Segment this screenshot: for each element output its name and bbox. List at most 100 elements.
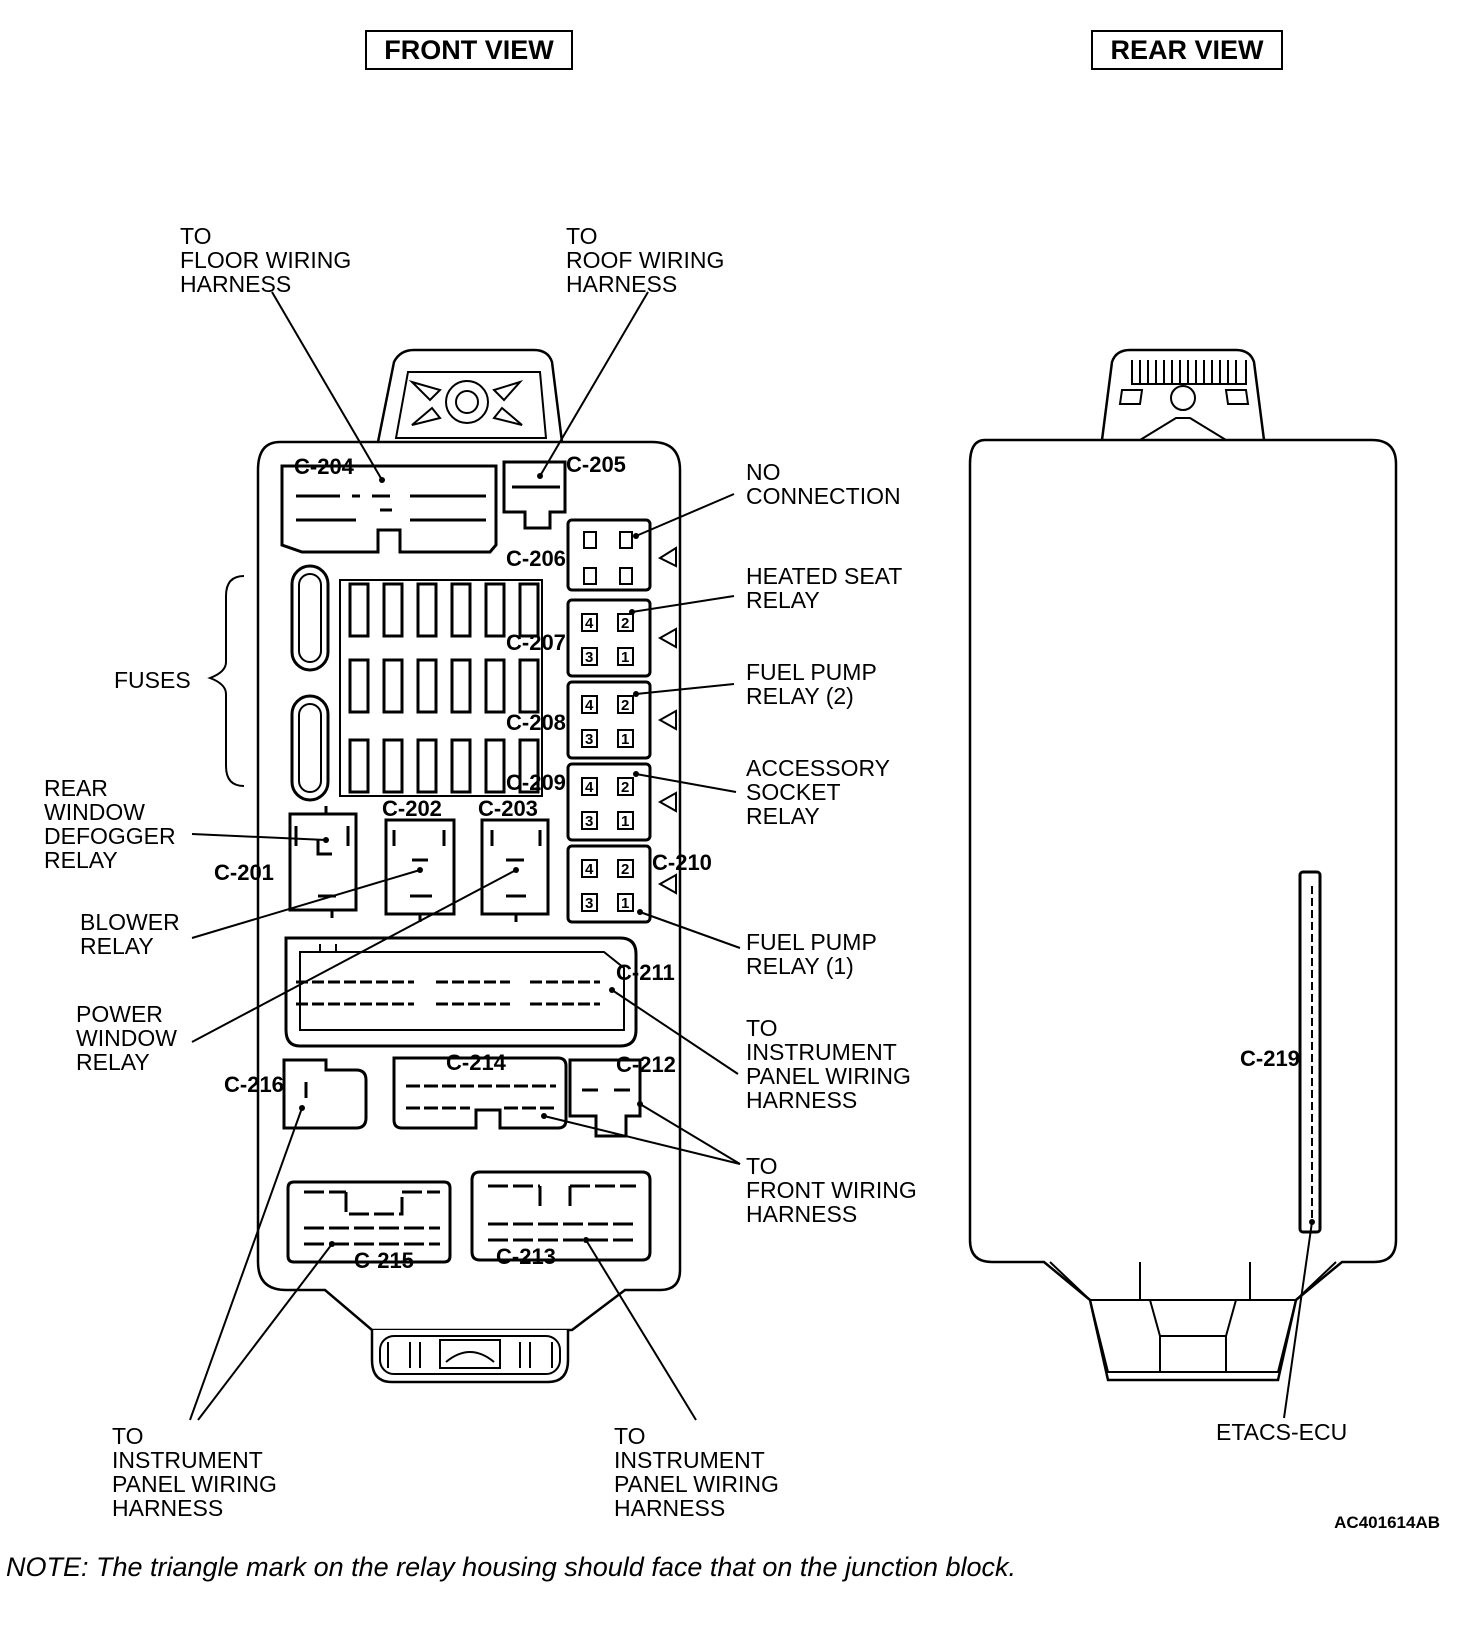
fuse-slot — [484, 738, 506, 794]
relay-pin-number: 2 — [621, 697, 629, 714]
relay-socket — [566, 680, 652, 760]
relay-pin-number: 4 — [585, 861, 594, 878]
figure-code: AC401614AB — [1334, 1513, 1440, 1532]
relay-pin-number: 1 — [621, 895, 629, 912]
label-c204: C-204 — [294, 454, 355, 479]
fuse-slot — [484, 582, 506, 638]
label-c211: C-211 — [616, 960, 675, 985]
relay-pin-box — [617, 893, 634, 912]
label-c210: C-210 — [652, 850, 712, 875]
callout-fuel-pump-relay-1: FUEL PUMP RELAY (1) — [746, 929, 883, 979]
callout-power-window-relay: POWER WINDOW RELAY — [76, 1001, 183, 1075]
triangle-mark-icon — [657, 873, 677, 895]
front-view-title: FRONT VIEW — [365, 30, 573, 70]
relay-pin-number: 2 — [621, 779, 629, 796]
callout-no-connection: NO CONNECTION — [746, 459, 901, 509]
fuse-slot — [348, 738, 370, 794]
connector-labels: C-204 C-205 C-206 C-207 C-208 C-209 C-21… — [214, 452, 1300, 1273]
label-c214: C-214 — [446, 1050, 507, 1075]
relay-pin-box — [617, 613, 634, 632]
label-c203: C-203 — [478, 796, 538, 821]
callout-to-instrument-panel-bottom-mid: TO INSTRUMENT PANEL WIRING HARNESS — [614, 1423, 785, 1521]
fuse-slot — [382, 658, 404, 714]
label-c219: C-219 — [1240, 1046, 1300, 1071]
callout-to-floor: TO FLOOR WIRING HARNESS — [180, 223, 358, 297]
relay-pin-number: 3 — [585, 649, 593, 666]
relay-socket — [566, 844, 652, 924]
relay-pin-number: 3 — [585, 895, 593, 912]
relay-pin-box — [581, 811, 598, 830]
rear-view-block — [968, 348, 1398, 1382]
relay-socket — [566, 762, 652, 842]
relay-pin-box — [617, 859, 634, 878]
fuse-slot — [518, 658, 540, 714]
label-c212: C-212 — [616, 1052, 676, 1077]
label-c208: C-208 — [506, 710, 566, 735]
label-c207: C-207 — [506, 630, 566, 655]
fuse-slot — [518, 738, 540, 794]
callout-to-instrument-panel-right: TO INSTRUMENT PANEL WIRING HARNESS — [746, 1015, 917, 1113]
triangle-mark-icon — [657, 709, 677, 731]
relay-pin-box — [581, 729, 598, 748]
relay-pin-number: 4 — [585, 779, 594, 796]
fuse-slot — [450, 658, 472, 714]
relay-pin-box — [581, 613, 598, 632]
fuse-slot — [484, 658, 506, 714]
fuse-slot — [416, 582, 438, 638]
relay-pin-number: 4 — [585, 697, 594, 714]
callout-blower-relay: BLOWER RELAY — [80, 909, 186, 959]
callout-etacs-ecu: ETACS-ECU — [1216, 1419, 1347, 1445]
relay-pin-number: 1 — [621, 731, 629, 748]
fuse-slot — [416, 738, 438, 794]
relay-pin-box — [581, 859, 598, 878]
label-c205: C-205 — [566, 452, 626, 477]
label-c215: C-215 — [354, 1248, 414, 1273]
callout-accessory-socket-relay: ACCESSORY SOCKET RELAY — [746, 755, 896, 829]
label-c201: C-201 — [214, 860, 274, 885]
front-view-title-text: FRONT VIEW — [384, 35, 554, 65]
fuse-slot — [348, 658, 370, 714]
relay-pin-box — [617, 647, 634, 666]
label-c216: C-216 — [224, 1072, 284, 1097]
callout-to-front-wiring: TO FRONT WIRING HARNESS — [746, 1153, 923, 1227]
fuses-brace — [207, 575, 245, 787]
leader-lines — [189, 291, 1313, 1421]
relay-pin-box — [617, 695, 634, 714]
callout-heated-seat-relay: HEATED SEAT RELAY — [746, 563, 908, 613]
rear-view-title-text: REAR VIEW — [1110, 35, 1264, 65]
relay-pin-box — [581, 647, 598, 666]
relay-pin-number: 4 — [585, 615, 594, 632]
callout-fuel-pump-relay-2: FUEL PUMP RELAY (2) — [746, 659, 883, 709]
fuse-slot — [450, 738, 472, 794]
label-c213: C-213 — [496, 1244, 556, 1269]
fuse-slot — [348, 582, 370, 638]
callouts: TO FLOOR WIRING HARNESS TO ROOF WIRING H… — [44, 223, 1347, 1521]
fuse-slot — [518, 582, 540, 638]
note-text: NOTE: The triangle mark on the relay hou… — [6, 1552, 1016, 1582]
relay-pin-box — [581, 893, 598, 912]
label-c206: C-206 — [506, 546, 566, 571]
relay-pin-number: 1 — [621, 649, 629, 666]
relay-pin-number: 2 — [621, 615, 629, 632]
leader-dots — [299, 473, 1315, 1247]
relay-pin-box — [617, 811, 634, 830]
label-c202: C-202 — [382, 796, 442, 821]
relay-pin-box — [581, 695, 598, 714]
relay-pin-number: 3 — [585, 731, 593, 748]
relay-pin-number: 2 — [621, 861, 629, 878]
fuse-slot — [382, 582, 404, 638]
relay-pin-box — [581, 777, 598, 796]
fuse-slot — [382, 738, 404, 794]
triangle-mark-icon — [657, 791, 677, 813]
relay-pin-box — [617, 777, 634, 796]
relay-pin-number: 1 — [621, 813, 629, 830]
relay-socket — [566, 598, 652, 678]
relay-pin-box — [617, 729, 634, 748]
fuse-slot — [416, 658, 438, 714]
callout-rear-defogger-relay: REAR WINDOW DEFOGGER RELAY — [44, 775, 182, 873]
fuse-grid — [348, 582, 540, 794]
rear-view-title: REAR VIEW — [1091, 30, 1283, 70]
